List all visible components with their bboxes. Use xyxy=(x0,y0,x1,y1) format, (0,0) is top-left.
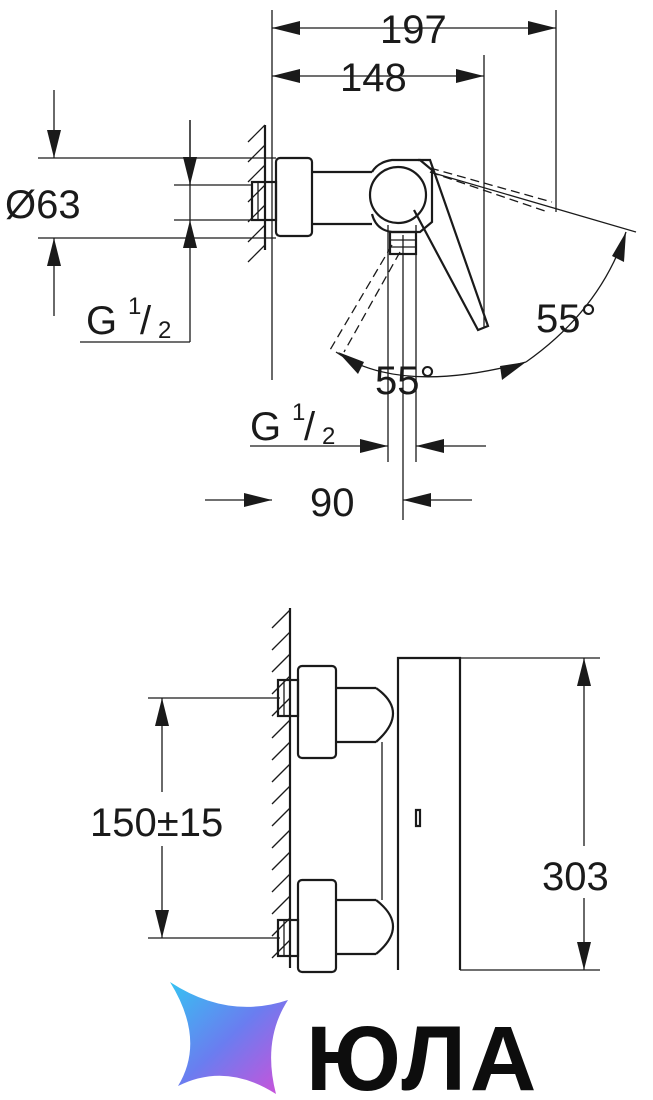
stem-top xyxy=(312,170,372,226)
inlet-upper xyxy=(276,664,394,760)
svg-text:/: / xyxy=(304,405,316,449)
dim-line-90 xyxy=(205,493,472,507)
extension-lines-front xyxy=(148,657,600,971)
lever-alt-positions xyxy=(329,167,553,353)
svg-text:1: 1 xyxy=(292,399,305,426)
dim-body-width-label: 148 xyxy=(340,56,407,100)
dim-height-label: 303 xyxy=(542,855,609,899)
dim-thread-left-label: G 1 / 2 xyxy=(86,293,171,344)
dim-overall-width-label: 197 xyxy=(380,8,447,52)
dim-line-height xyxy=(577,658,591,970)
wall-hatching-front xyxy=(271,608,292,968)
dim-inlet-spacing-label: 150±15 xyxy=(90,801,223,845)
dim-line-thread-left xyxy=(183,120,197,248)
dim-arc-angle-right xyxy=(525,231,627,363)
svg-text:G: G xyxy=(250,405,281,449)
dim-angle-right-label: 55° xyxy=(536,297,597,341)
logo-star-icon xyxy=(170,982,288,1094)
dim-arc-angle-bottom xyxy=(335,351,527,380)
mixer-body-front xyxy=(396,656,462,970)
indicator-mark xyxy=(414,808,422,828)
dim-line-148 xyxy=(272,69,484,83)
dim-line-thread-bottom xyxy=(360,439,486,453)
cartridge-circle-top xyxy=(368,165,428,225)
dim-diameter-label: Ø63 xyxy=(5,183,81,227)
dim-outlet-offset-label: 90 xyxy=(310,481,355,525)
dim-angle-bottom-label: 55° xyxy=(375,359,436,403)
dim-line-inlet-spacing xyxy=(155,698,169,938)
wall-hatching-top xyxy=(247,124,267,263)
svg-text:1: 1 xyxy=(128,293,141,320)
front-view: 150±15 303 xyxy=(90,608,609,974)
inlet-lower xyxy=(276,878,394,974)
dim-thread-bottom-label: G 1 / 2 xyxy=(250,399,335,450)
dim-line-197 xyxy=(272,21,556,35)
extension-lines-top xyxy=(38,10,637,520)
lever-handle-top xyxy=(413,158,490,332)
svg-text:2: 2 xyxy=(322,423,335,450)
cartridge-body-top xyxy=(370,158,434,234)
svg-text:G: G xyxy=(86,299,117,343)
svg-text:/: / xyxy=(140,299,152,343)
connector-disc-top xyxy=(274,156,314,238)
logo-text: ЮЛА xyxy=(306,1008,540,1100)
top-view: 197 148 Ø63 G 1 / 2 xyxy=(5,8,637,525)
brand-logo: ЮЛА xyxy=(170,982,540,1100)
svg-text:2: 2 xyxy=(158,317,171,344)
dim-line-diameter xyxy=(47,90,61,316)
